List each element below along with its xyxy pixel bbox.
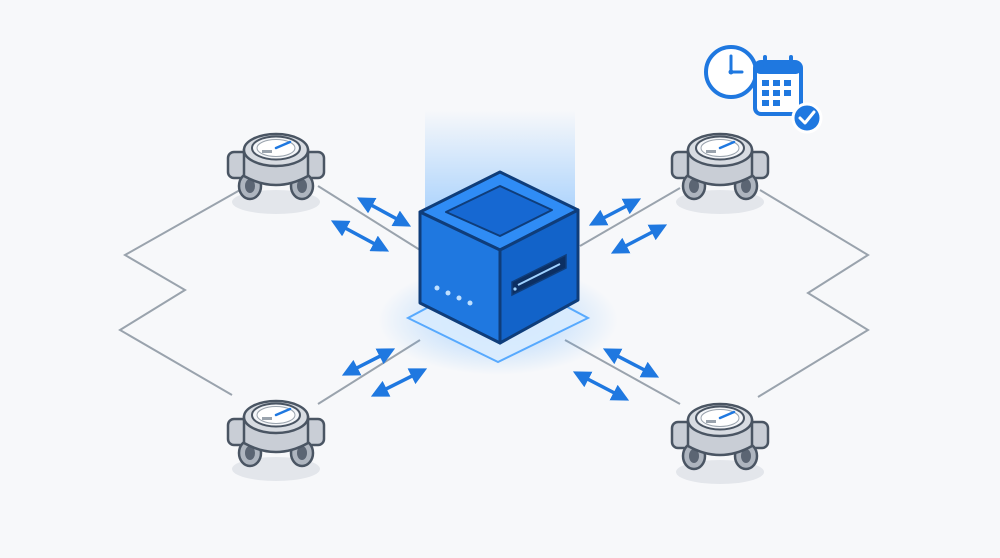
schedule-badge xyxy=(704,45,823,134)
arrow-bl-2 xyxy=(370,368,428,397)
calendar-icon xyxy=(753,55,803,116)
hub-status-leds xyxy=(434,285,473,306)
arrow-tr-2 xyxy=(610,224,668,254)
central-hub xyxy=(418,170,580,345)
arrow-tl-2 xyxy=(330,220,390,252)
arrow-bl-1 xyxy=(341,348,396,376)
meter-top-right xyxy=(670,132,770,216)
arrow-tr-1 xyxy=(588,198,642,226)
arrow-tl-1 xyxy=(356,197,412,227)
checkmark-icon xyxy=(791,102,823,134)
meter-top-left xyxy=(226,132,326,216)
meter-needle xyxy=(274,140,292,150)
data-arrows xyxy=(330,197,668,401)
meter-bottom-right xyxy=(670,402,770,486)
arrow-br-2 xyxy=(572,371,630,401)
meter-needle xyxy=(274,407,292,417)
arrow-br-1 xyxy=(602,348,660,378)
line-hub-tr xyxy=(579,187,681,247)
meter-bottom-left xyxy=(226,399,326,483)
line-top-left xyxy=(118,189,241,396)
line-top-right xyxy=(757,189,870,398)
hub-display xyxy=(511,253,567,297)
meter-needle xyxy=(718,140,736,150)
meter-needle xyxy=(718,410,736,420)
clock-icon xyxy=(704,45,758,99)
